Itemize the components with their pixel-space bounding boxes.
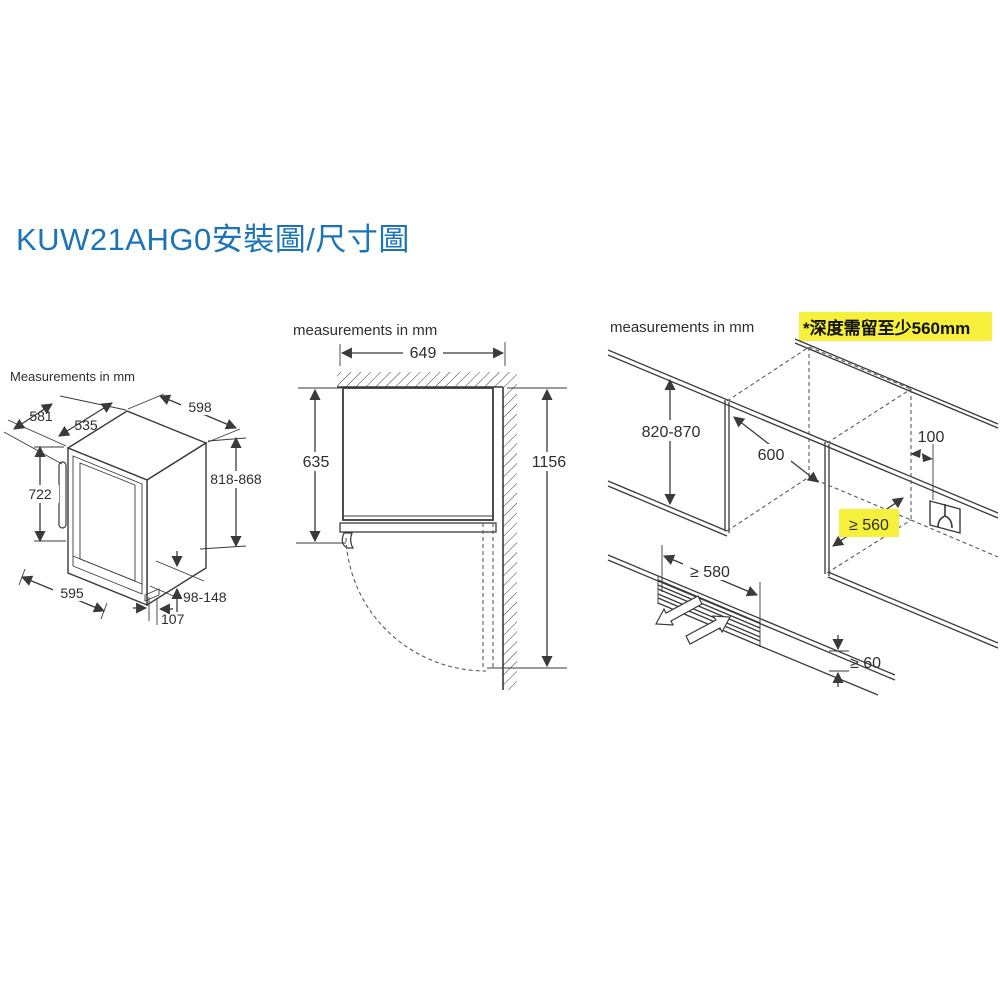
airflow-out-arrow-icon bbox=[655, 595, 703, 626]
svg-text:100: 100 bbox=[918, 429, 945, 446]
dim-width-front: 595 bbox=[18, 568, 108, 620]
svg-text:818-868: 818-868 bbox=[210, 471, 262, 487]
svg-text:535: 535 bbox=[74, 417, 98, 433]
dim-plinth-cutout-height: ≥ 60 bbox=[829, 635, 881, 687]
depth-note: *深度需留至少560mm bbox=[799, 312, 992, 341]
svg-text:649: 649 bbox=[410, 345, 437, 362]
svg-text:98-148: 98-148 bbox=[183, 589, 227, 605]
dim-depth-door-open: 1156 bbox=[487, 387, 571, 669]
svg-text:598: 598 bbox=[188, 399, 212, 415]
appliance-box bbox=[58, 410, 208, 607]
iso-caption: Measurements in mm bbox=[10, 369, 135, 384]
dim-offset: 107 bbox=[133, 597, 185, 627]
dim-outlet-offset: 100 bbox=[910, 429, 944, 500]
dim-width-clearance: 649 bbox=[339, 342, 506, 366]
isometric-diagram: Measurements in mm 581 535 bbox=[3, 369, 262, 627]
appliance-topview bbox=[339, 387, 497, 549]
airflow-in-arrow-icon bbox=[685, 615, 731, 645]
svg-text:581: 581 bbox=[29, 408, 53, 424]
door-swing bbox=[345, 523, 494, 672]
svg-text:≥ 60: ≥ 60 bbox=[850, 655, 881, 672]
svg-text:595: 595 bbox=[60, 585, 84, 601]
installation-diagram: measurements in mm *深度需留至少560mm bbox=[607, 312, 999, 696]
door-closed bbox=[339, 522, 497, 533]
door-handle bbox=[58, 461, 67, 529]
svg-text:820-870: 820-870 bbox=[642, 424, 701, 441]
svg-text:1156: 1156 bbox=[532, 454, 567, 471]
dim-plinth-range: 98-148 bbox=[149, 551, 227, 612]
dim-depth-body: 535 bbox=[58, 402, 113, 437]
svg-text:635: 635 bbox=[303, 454, 330, 471]
dim-width-top: 598 bbox=[127, 393, 241, 443]
wall-hatching bbox=[337, 372, 517, 690]
dim-plinth-cutout-width: ≥ 580 bbox=[661, 545, 761, 627]
svg-text:600: 600 bbox=[758, 447, 785, 464]
svg-text:≥ 560: ≥ 560 bbox=[849, 517, 889, 534]
svg-text:≥ 580: ≥ 580 bbox=[690, 564, 730, 581]
svg-text:107: 107 bbox=[161, 611, 185, 627]
topview-caption: measurements in mm bbox=[293, 322, 437, 339]
dim-door-height: 722 bbox=[21, 445, 66, 543]
install-caption: measurements in mm bbox=[610, 319, 754, 336]
page-title: KUW21AHG0安裝圖/尺寸圖 bbox=[16, 222, 410, 257]
dim-depth-min: ≥ 560 bbox=[832, 497, 904, 547]
dim-depth-body: 635 bbox=[296, 387, 346, 544]
svg-text:*深度需留至少560mm: *深度需留至少560mm bbox=[803, 318, 970, 338]
svg-text:722: 722 bbox=[28, 486, 52, 502]
power-outlet-icon bbox=[929, 500, 961, 534]
top-view-diagram: measurements in mm 649 bbox=[293, 322, 571, 690]
plinth-detail bbox=[607, 554, 896, 696]
dim-height-range: 818-868 bbox=[199, 436, 262, 550]
dim-niche-height: 820-870 bbox=[634, 378, 707, 506]
door-hinge bbox=[341, 532, 355, 549]
dim-niche-width: 600 bbox=[733, 416, 819, 483]
